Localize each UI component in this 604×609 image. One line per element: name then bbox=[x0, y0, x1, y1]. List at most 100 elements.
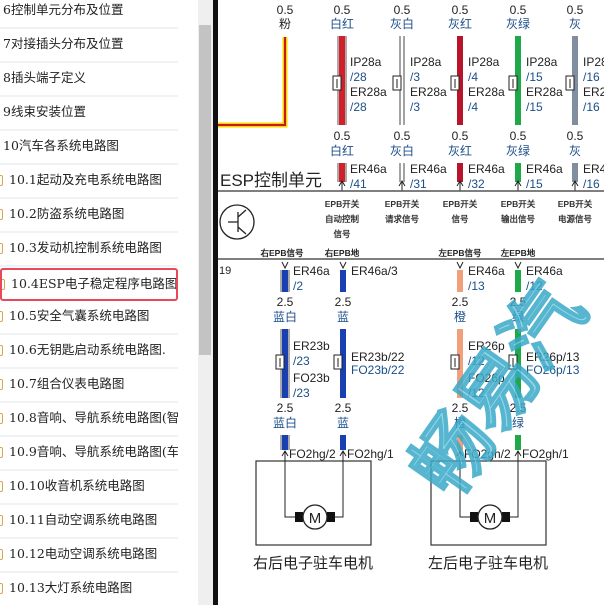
pin-label: /16 bbox=[583, 177, 600, 191]
motor-label: 左后电子驻车电机 bbox=[428, 555, 548, 572]
sidebar-item[interactable]: 10.2防盗系统电路图 bbox=[0, 200, 178, 233]
sidebar-item[interactable]: 10.9音响、导航系统电路图(车机 bbox=[0, 438, 178, 471]
arrow-icon bbox=[514, 450, 522, 457]
pin-label: ER46a bbox=[468, 264, 505, 278]
motor-terminal bbox=[470, 512, 478, 522]
wire bbox=[457, 36, 463, 125]
wire bbox=[457, 435, 463, 450]
motor-wire bbox=[327, 452, 344, 518]
wire-color: 蓝 bbox=[337, 310, 349, 324]
wire-gauge: 2.5 bbox=[277, 295, 294, 309]
function-label: 请求信号 bbox=[385, 214, 420, 224]
file-icon bbox=[0, 549, 3, 560]
scrollbar-thumb[interactable] bbox=[199, 25, 211, 355]
sidebar-item-label: 10.13大灯系统电路图 bbox=[9, 580, 133, 595]
sidebar-item-selected[interactable]: 10.4ESP电子稳定程序电路图 bbox=[0, 268, 178, 301]
wire-color: 灰红 bbox=[448, 143, 472, 158]
motor-pin-label: FO2gh/2 bbox=[464, 447, 511, 461]
sidebar-item[interactable]: 10汽车各系统电路图 bbox=[0, 132, 178, 165]
sidebar-item[interactable]: 10.6无钥匙启动系统电路图. bbox=[0, 336, 178, 369]
sidebar-item[interactable]: 10.11自动空调系统电路图 bbox=[0, 506, 178, 539]
sidebar-item[interactable]: 10.5安全气囊系统电路图 bbox=[0, 302, 178, 335]
file-icon bbox=[0, 583, 3, 594]
sidebar-item[interactable]: 9线束安装位置 bbox=[0, 98, 178, 131]
pin-label: ER46a bbox=[410, 162, 447, 176]
wire-gauge: 2.5 bbox=[277, 401, 294, 415]
file-icon bbox=[0, 209, 3, 220]
sidebar-item[interactable]: 10.1起动及充电系统电路图 bbox=[0, 166, 178, 199]
wire-gauge: 0.5 bbox=[394, 3, 411, 17]
sidebar-item[interactable]: 8插头端子定义 bbox=[0, 64, 178, 97]
connector-label: /28 bbox=[350, 100, 367, 114]
sidebar-item-label: 10.2防盗系统电路图 bbox=[9, 206, 125, 221]
sidebar-item[interactable]: 10.13大灯系统电路图 bbox=[0, 574, 178, 605]
arrow-icon bbox=[281, 450, 289, 457]
motor-pin-label: FO2gh/1 bbox=[522, 447, 569, 461]
wire-bluewhite bbox=[282, 270, 288, 292]
connector-label: /3 bbox=[410, 70, 420, 84]
wire bbox=[340, 329, 346, 398]
sidebar-item[interactable]: 10.7组合仪表电路图 bbox=[0, 370, 178, 403]
function-label: 信号 bbox=[451, 214, 469, 224]
connector-label: IP28a bbox=[468, 55, 500, 69]
wire-gauge: 0.5 bbox=[510, 129, 527, 143]
sidebar-item[interactable]: 10.10收音机系统电路图 bbox=[0, 472, 178, 505]
function-label: EPB开关 bbox=[443, 199, 478, 209]
sidebar-item-label: 10.11自动空调系统电路图 bbox=[9, 512, 158, 527]
pin-label: ER46a bbox=[350, 162, 387, 176]
connector-label: ER28a bbox=[526, 85, 563, 99]
connector-label: ER23b bbox=[293, 339, 330, 353]
file-icon bbox=[0, 413, 3, 424]
sidebar-item-label: 7对接插头分布及位置 bbox=[3, 36, 124, 51]
arrow-icon bbox=[514, 180, 522, 187]
pin-label: /12 bbox=[526, 279, 543, 293]
file-icon bbox=[0, 481, 3, 492]
wire bbox=[572, 163, 578, 182]
arrow-icon bbox=[456, 450, 464, 457]
pin-label: ER46a/3 bbox=[351, 264, 398, 278]
sidebar-item-label: 8插头端子定义 bbox=[3, 70, 86, 85]
wire-gauge: 0.5 bbox=[334, 3, 351, 17]
wire-color: 蓝白 bbox=[273, 415, 297, 430]
sidebar-item[interactable]: 10.12电动空调系统电路图 bbox=[0, 540, 178, 573]
motor-wire bbox=[502, 452, 519, 518]
wire bbox=[340, 435, 346, 450]
sidebar-item[interactable]: 7对接插头分布及位置 bbox=[0, 30, 178, 63]
sidebar-item[interactable]: 10.8音响、导航系统电路图(智能车 bbox=[0, 404, 178, 437]
wire-color: 绿 bbox=[512, 309, 524, 324]
connector-label: /16 bbox=[583, 100, 600, 114]
connector-label: /15 bbox=[526, 100, 543, 114]
wire-gauge: 0.5 bbox=[452, 129, 469, 143]
arrow-icon bbox=[456, 180, 464, 187]
sidebar-item-label: 9线束安装位置 bbox=[3, 104, 86, 119]
motor-pin-label: FO2hg/1 bbox=[347, 447, 394, 461]
motor-label: 右后电子驻车电机 bbox=[253, 555, 373, 572]
sidebar-item-label: 10.1起动及充电系统电路图 bbox=[9, 172, 162, 187]
connector-label: ER28a bbox=[410, 85, 447, 99]
wire-gauge: 0.5 bbox=[567, 129, 584, 143]
connector-label: IP28a bbox=[526, 55, 558, 69]
wire bbox=[457, 270, 463, 292]
wire bbox=[340, 270, 346, 292]
sidebar-item-label: 10.12电动空调系统电路图 bbox=[9, 546, 158, 561]
arrow-icon bbox=[338, 180, 346, 187]
wire bbox=[339, 163, 345, 182]
wire-gauge: 2.5 bbox=[510, 401, 527, 415]
wire-color: 白红 bbox=[330, 143, 354, 158]
connector-label: ER28a bbox=[350, 85, 387, 99]
wire-color: 蓝 bbox=[337, 416, 349, 430]
wire-color: 灰红 bbox=[448, 16, 472, 31]
sidebar-item-label: 10.7组合仪表电路图 bbox=[9, 376, 125, 391]
wire-color: 灰 bbox=[569, 17, 581, 31]
motor-symbol: M bbox=[484, 510, 497, 527]
sidebar-scrollbar[interactable] bbox=[198, 0, 213, 605]
connector-label: /28 bbox=[350, 70, 367, 84]
sidebar-tree: 6控制单元分布及位置 7对接插头分布及位置 8插头端子定义 9线束安装位置 10汽车各系… bbox=[0, 0, 198, 605]
wire-color: 橙 bbox=[454, 415, 466, 430]
connector-label: IP28a bbox=[410, 55, 442, 69]
sidebar-item[interactable]: 6控制单元分布及位置 bbox=[0, 0, 178, 29]
sidebar-item[interactable]: 10.3发动机控制系统电路图 bbox=[0, 234, 178, 267]
pane-divider[interactable] bbox=[213, 0, 218, 605]
arrow-icon bbox=[339, 261, 347, 270]
function-label: 电源信号 bbox=[558, 214, 593, 224]
